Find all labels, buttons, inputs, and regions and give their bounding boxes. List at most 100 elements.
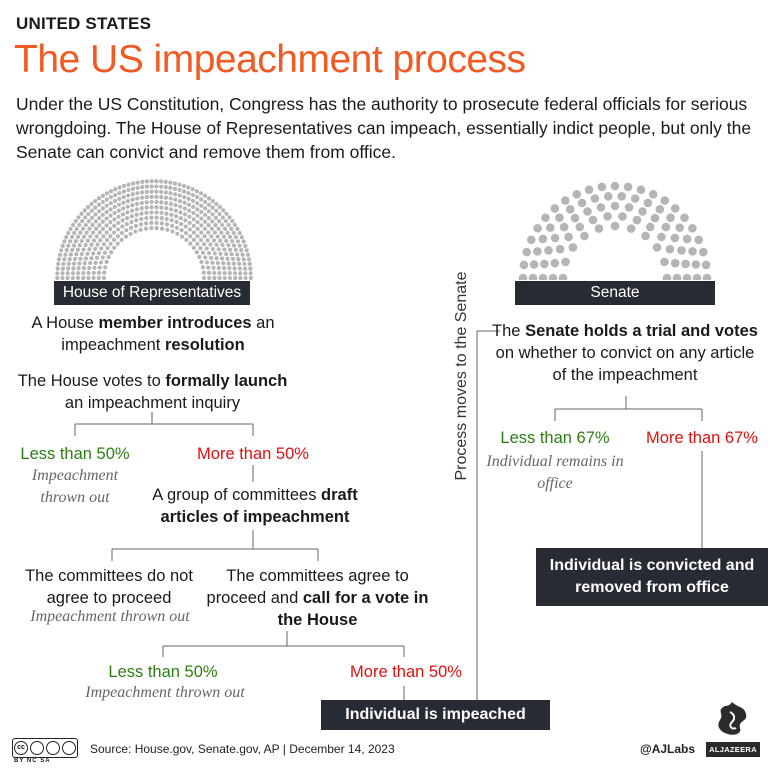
seat-dot (104, 216, 109, 221)
seat-dot (232, 266, 237, 271)
seat-dot (224, 211, 229, 216)
seat-dot (112, 217, 117, 222)
seat-dot (179, 221, 184, 227)
seat-dot (89, 201, 94, 207)
seat-dot (702, 273, 712, 280)
seat-dot (245, 252, 251, 257)
seat-dot (688, 247, 697, 256)
seat-dot (68, 226, 73, 232)
seat-dot (224, 238, 229, 244)
seat-dot (550, 258, 560, 268)
seat-dot (243, 266, 248, 271)
seat-dot (558, 273, 568, 280)
seat-dot (173, 208, 178, 213)
seat-dot (98, 260, 104, 265)
seat-dot (248, 266, 253, 271)
seat-dot (159, 189, 164, 194)
senate-step-trial: The Senate holds a trial and votes on wh… (490, 320, 760, 386)
seat-dot (201, 275, 207, 280)
seat-dot (163, 179, 168, 185)
seat-dot (81, 275, 86, 280)
seat-dot (102, 250, 108, 255)
seat-dot (104, 230, 109, 235)
step-text-bold: member introduces (98, 314, 252, 332)
seat-dot (66, 266, 71, 271)
seat-dot (533, 223, 542, 233)
seat-dot (239, 248, 244, 253)
seat-dot (198, 237, 204, 243)
seat-dot (144, 179, 150, 184)
seat-dot (182, 194, 187, 200)
seat-dot (106, 254, 111, 260)
seat-dot (202, 193, 208, 198)
license-text: BY NC SA (14, 758, 51, 764)
seat-dot (93, 260, 98, 265)
seat-dot (112, 210, 117, 216)
seat-dot (149, 179, 154, 184)
seat-dot (248, 275, 253, 280)
seat-dot (223, 219, 228, 224)
seat-dot (217, 219, 222, 224)
seat-dot (65, 275, 70, 280)
seat-dot (584, 185, 594, 195)
seat-dot (121, 183, 127, 189)
seat-dot (214, 242, 219, 247)
seat-dot (135, 185, 140, 190)
seat-dot (97, 215, 102, 221)
seat-dot (213, 215, 219, 220)
step-text: an impeachment inquiry (64, 394, 241, 412)
seat-dot (113, 187, 118, 192)
seat-dot (164, 206, 169, 211)
seat-dot (81, 266, 86, 271)
seat-dot (220, 215, 225, 220)
seat-dot (691, 260, 701, 269)
seat-dot (641, 231, 650, 241)
seat-dot (187, 220, 192, 226)
seat-dot (211, 265, 216, 270)
seat-dot (617, 191, 627, 201)
seat-dot (87, 265, 92, 271)
seat-dot (116, 220, 121, 226)
seat-dot (237, 266, 242, 271)
seat-dot (618, 212, 627, 221)
seat-dot (76, 271, 81, 276)
seat-dot (207, 275, 212, 280)
seat-dot (206, 230, 211, 235)
seat-dot (210, 219, 215, 224)
step-text-bold: resolution (164, 336, 245, 354)
seat-dot (144, 205, 149, 210)
seat-dot (144, 189, 149, 194)
seat-dot (164, 211, 169, 216)
seat-dot (99, 246, 104, 251)
seat-dot (231, 261, 237, 266)
seat-dot (164, 216, 169, 222)
seat-dot (126, 193, 131, 198)
seat-dot (104, 191, 110, 196)
seat-dot (116, 208, 121, 213)
seat-dot (108, 213, 113, 218)
seat-dot (173, 192, 178, 197)
seat-dot (74, 252, 79, 257)
seat-dot (164, 222, 170, 227)
seat-dot (72, 230, 77, 235)
seat-dot (210, 260, 215, 265)
seat-dot (91, 238, 97, 243)
seat-dot (217, 205, 223, 210)
seat-dot (190, 192, 195, 198)
seat-dot (71, 266, 76, 271)
seat-dot (73, 239, 78, 244)
seat-dot (229, 252, 234, 257)
seat-dot (73, 219, 78, 224)
seat-dot (76, 266, 81, 271)
seat-dot (246, 257, 252, 262)
seat-dot (188, 234, 193, 239)
seat-dot (677, 246, 686, 255)
seat-dot (217, 270, 222, 276)
step-text: A group of committees (152, 486, 322, 504)
seat-dot (610, 221, 620, 231)
seat-dot (88, 260, 93, 266)
seat-dot (206, 209, 212, 214)
seat-dot (214, 201, 219, 207)
seat-dot (96, 270, 102, 275)
seat-dot (144, 221, 149, 226)
